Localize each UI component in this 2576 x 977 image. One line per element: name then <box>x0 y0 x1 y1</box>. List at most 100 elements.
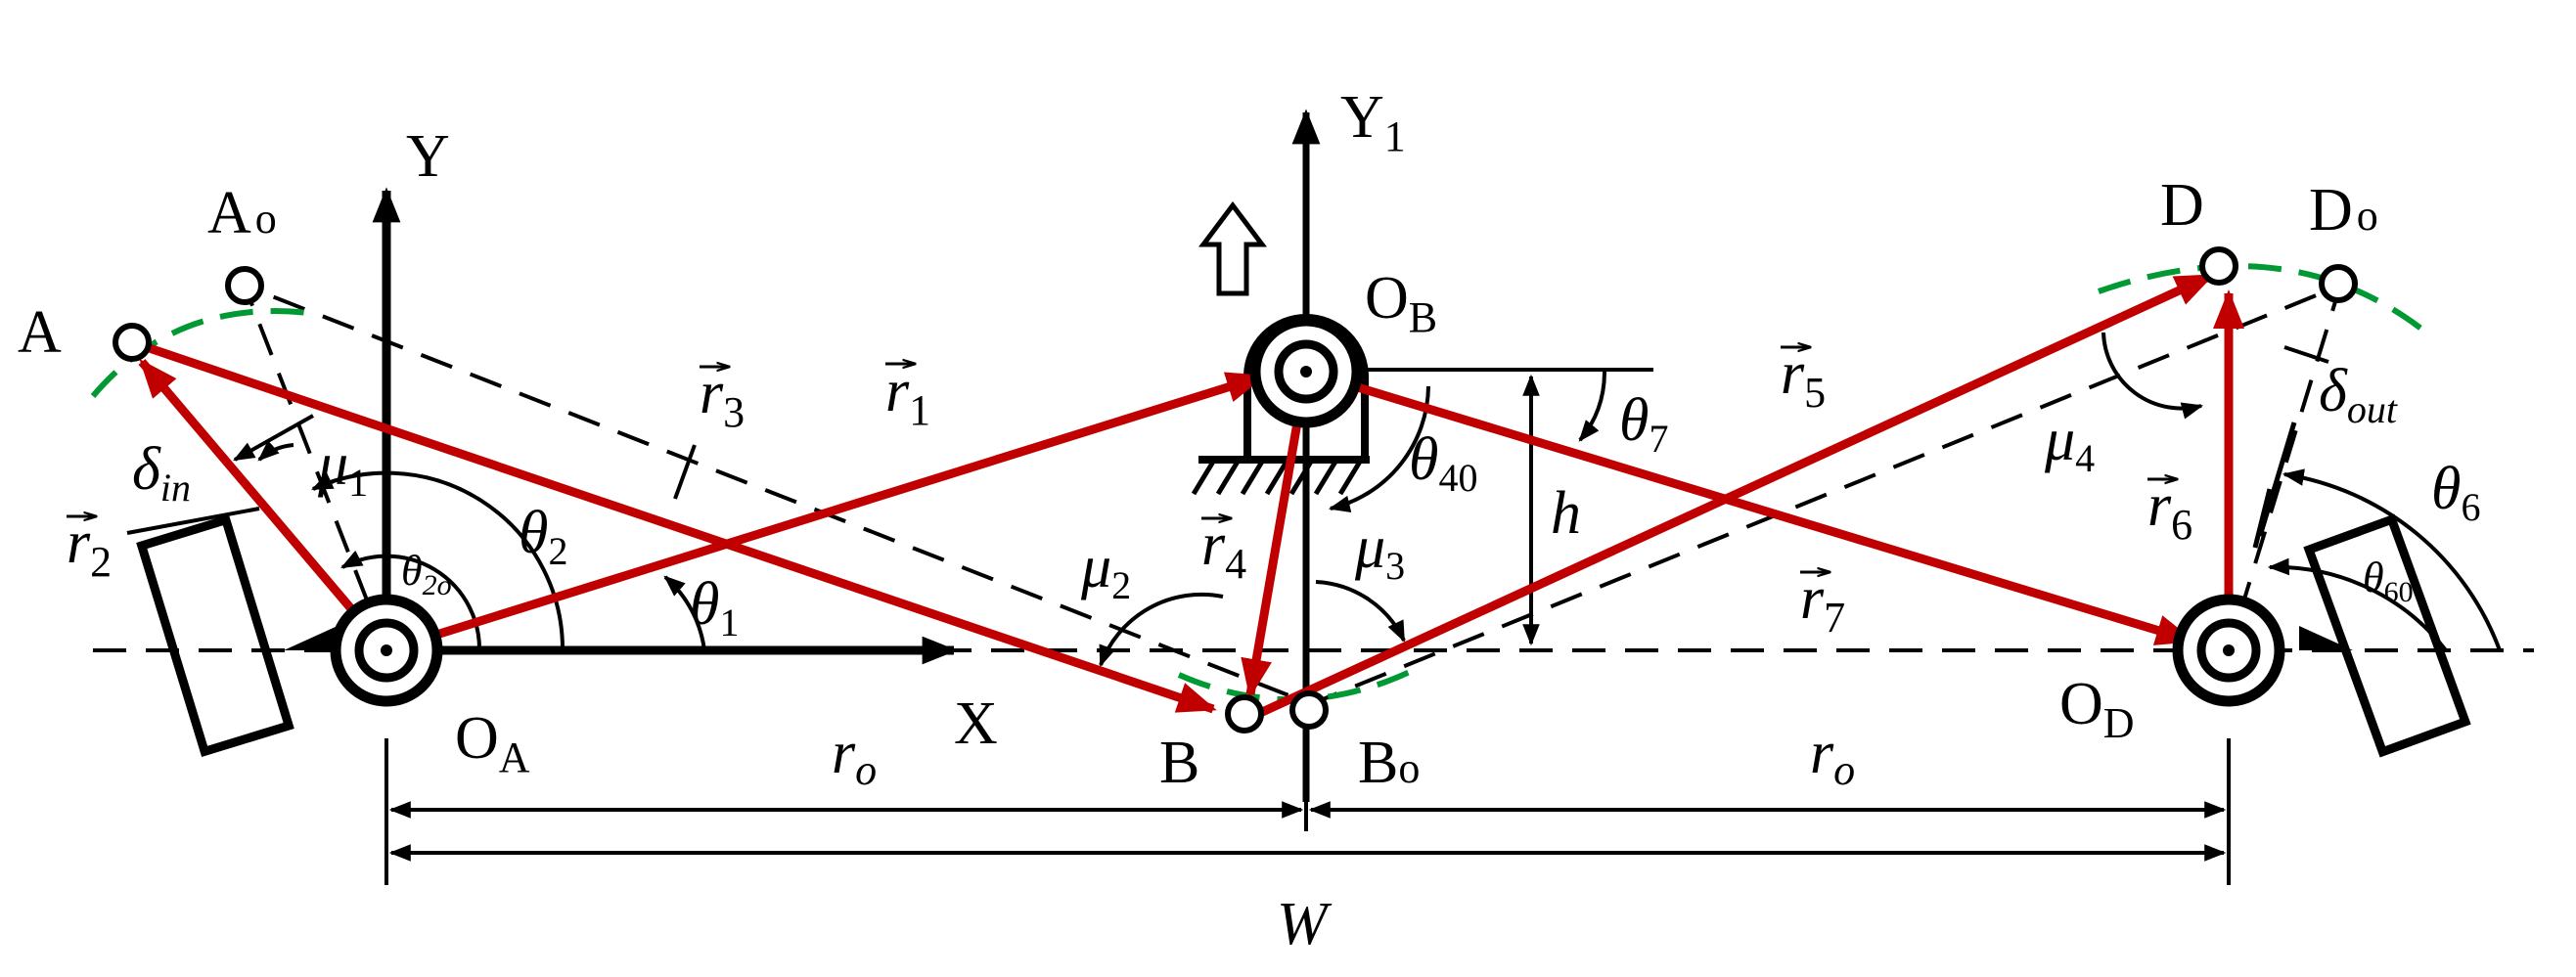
arc-left-green <box>90 308 309 398</box>
label-theta40-base: θ <box>1409 426 1438 493</box>
label-Ao: Ao <box>207 180 277 246</box>
label-theta6-base: θ <box>2431 456 2461 522</box>
label-theta2-base: θ <box>519 500 548 566</box>
label-ro-left: ro <box>832 720 877 794</box>
delta-out-tick-1 <box>2283 345 2329 364</box>
label-theta1-sub: 1 <box>719 600 739 644</box>
label-r3-sub: 3 <box>723 388 745 436</box>
label-Do: Do <box>2309 177 2378 244</box>
right-pivot-wedge <box>2299 626 2353 650</box>
pivot-OB <box>1249 315 1363 428</box>
label-delta-out-sub: out <box>2347 387 2398 431</box>
pivot-OD <box>2172 594 2285 707</box>
label-r4: r4 <box>1201 511 1246 588</box>
label-theta7-sub: 7 <box>1649 417 1668 461</box>
theta7-arc <box>1578 371 1606 442</box>
label-r1-base: r <box>885 358 910 424</box>
theta1-arc <box>663 575 706 651</box>
label-mu1: μ1 <box>317 431 368 505</box>
theta6-tick <box>2252 488 2273 549</box>
left-pivot-wedge <box>284 626 338 650</box>
label-theta2: θ2 <box>519 500 567 573</box>
label-theta60-base: θ <box>2363 554 2384 601</box>
label-delta-in-sub: in <box>160 466 191 510</box>
label-r7-sub: 7 <box>1824 594 1845 642</box>
svg-text:r6: r6 <box>2147 472 2192 549</box>
label-theta2-sub: 2 <box>548 529 567 573</box>
label-r5-base: r <box>1781 340 1805 407</box>
label-r7-base: r <box>1800 565 1825 632</box>
delta-in-arrow <box>233 414 314 462</box>
label-theta2o: θ2o <box>401 547 452 601</box>
label-h: h <box>1551 480 1581 547</box>
vector-r2 <box>138 358 390 653</box>
label-r6-sub: 6 <box>2171 501 2192 549</box>
label-OB-sub: B <box>1409 293 1437 341</box>
label-r1-sub: 1 <box>909 386 930 434</box>
vector-r7 <box>1304 367 2195 645</box>
label-r5: r5 <box>1781 340 1826 417</box>
mu1-arc <box>257 440 294 462</box>
label-mu2-base: μ <box>1080 534 1111 600</box>
label-ro-left-sub: o <box>855 746 877 794</box>
ground-hatch <box>1191 460 1363 496</box>
r3-leader <box>673 444 697 500</box>
label-delta-in: δin <box>132 436 191 510</box>
label-Do-base: D <box>2309 177 2353 244</box>
label-OD-sub: D <box>2103 699 2135 747</box>
label-mu1-base: μ <box>317 431 348 498</box>
label-delta-out: δout <box>2319 358 2398 431</box>
label-ro-right-base: r <box>1810 720 1834 786</box>
label-r6-base: r <box>2147 472 2172 539</box>
right-wheel <box>2303 513 2471 758</box>
label-theta60-sub: 60 <box>2384 576 2414 608</box>
svg-text:r4: r4 <box>1201 511 1246 588</box>
label-Bo-base: B <box>1358 730 1398 796</box>
label-r2: r2 <box>67 510 112 586</box>
label-theta1-base: θ <box>690 571 719 638</box>
label-delta-in-base: δ <box>132 436 161 503</box>
mu2-arc <box>1099 592 1224 668</box>
label-mu4: μ4 <box>2044 407 2095 480</box>
theta6-arc <box>2282 468 2502 651</box>
label-A: A <box>18 299 62 366</box>
label-mu3: μ3 <box>1354 514 1405 588</box>
label-theta1: θ1 <box>690 571 739 644</box>
label-theta2o-sub: 2o <box>423 569 452 601</box>
label-delta-out-base: δ <box>2319 358 2348 424</box>
mu4-arc <box>2101 332 2204 420</box>
label-theta40: θ40 <box>1409 426 1477 500</box>
mu3-arc <box>1315 580 1406 643</box>
label-r1: r1 <box>885 358 930 434</box>
label-theta6-sub: 6 <box>2461 485 2480 529</box>
label-r2-sub: 2 <box>90 538 112 586</box>
label-r5-sub: 5 <box>1804 369 1826 417</box>
label-theta7-base: θ <box>1619 387 1649 454</box>
label-mu3-base: μ <box>1354 514 1385 581</box>
label-r4-sub: 4 <box>1225 540 1246 588</box>
label-r3-base: r <box>700 360 724 426</box>
label-axis-Y1-base: Y <box>1340 84 1384 151</box>
svg-text:r3: r3 <box>700 360 745 436</box>
vector-r3 <box>130 337 1217 714</box>
label-r3: r3 <box>700 360 745 436</box>
joint-Do <box>2319 264 2358 303</box>
label-B: B <box>1159 730 1199 796</box>
label-r7: r7 <box>1800 565 1845 642</box>
label-ro-right-sub: o <box>1833 746 1855 794</box>
label-ro-left-base: r <box>832 720 856 786</box>
label-theta40-sub: 40 <box>1438 456 1477 500</box>
joint-D <box>2199 246 2238 286</box>
up-arrow-icon <box>1198 200 1267 296</box>
label-W: W <box>1277 891 1333 957</box>
left-wheel <box>136 514 294 757</box>
theta60-arc <box>2267 557 2448 652</box>
label-axis-Y: Y <box>406 123 450 190</box>
joint-Bo <box>1289 690 1329 730</box>
label-mu4-sub: 4 <box>2075 436 2095 480</box>
label-Ao-base: A <box>207 180 251 246</box>
label-axis-Y1: Y1 <box>1340 84 1406 160</box>
joint-Ao <box>225 266 264 305</box>
label-mu2: μ2 <box>1080 534 1131 607</box>
label-theta60: θ60 <box>2363 554 2414 608</box>
